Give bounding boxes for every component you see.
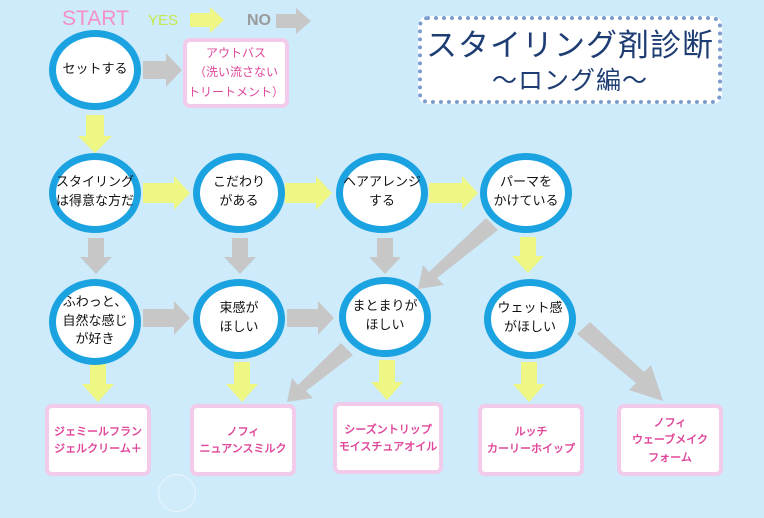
legend-yes-arrow <box>190 7 224 33</box>
result-rucchi: ルッチ カーリーホイップ <box>478 404 584 476</box>
arrow-styling-to-particular <box>143 176 190 210</box>
decorative-circle <box>158 474 196 512</box>
arrow-volume-to-cohesion <box>287 301 334 335</box>
arrow-fluffy-to-volume <box>143 301 190 335</box>
title-box: スタイリング剤診断 ～ロング編～ <box>418 16 722 104</box>
arrow-particular-to-arrange <box>285 176 332 210</box>
node-fluffy-natural: ふわっと、 自然な感じ が好き <box>49 279 141 365</box>
arrow-arrange-to-perm <box>429 176 478 210</box>
arrow-perm-to-wet <box>512 237 544 273</box>
result-nofi-milk: ノフィ ニュアンスミルク <box>190 404 296 476</box>
title: スタイリング剤診断 <box>426 28 714 64</box>
arrow-volume-to-nofi-milk <box>226 362 258 402</box>
node-set: セットする <box>49 30 141 110</box>
arrow-wet-to-nofi-foam <box>577 322 663 401</box>
arrow-arrange-to-cohesion <box>369 238 401 274</box>
result-outbath: アウトバス （洗い流さない トリートメント） <box>183 38 289 108</box>
arrow-cohesion-to-nofi-milk <box>287 343 353 402</box>
arrow-particular-to-volume <box>224 238 256 274</box>
legend-start: START <box>62 7 129 30</box>
legend-yes: YES <box>148 12 179 29</box>
node-good-at-styling: スタイリング は得意な方だ <box>49 153 141 233</box>
result-jemile: ジェミールフラン ジェルクリーム＋ <box>45 404 151 476</box>
node-particular: こだわり がある <box>193 153 285 233</box>
arrow-cohesion-to-seasons <box>371 360 403 400</box>
arrow-set-to-outbath <box>143 53 182 87</box>
arrow-fluffy-to-jemile <box>82 362 114 402</box>
arrow-wet-to-rucchi <box>513 362 545 402</box>
arrow-styling-to-fluffy <box>80 238 112 274</box>
node-volume-bundle: 束感が ほしい <box>193 279 285 359</box>
node-hair-arrange: ヘアアレンジ する <box>336 153 428 233</box>
legend-no: NO <box>247 12 271 29</box>
node-cohesion: まとまりが ほしい <box>339 277 431 357</box>
arrow-perm-to-cohesion <box>418 218 498 289</box>
result-seasons-oil: シーズントリップ モイスチュアオイル <box>333 402 443 474</box>
node-perm: パーマを かけている <box>480 153 572 233</box>
legend-no-arrow <box>276 8 311 34</box>
result-nofi-foam: ノフィ ウェーブメイク フォーム <box>617 404 723 476</box>
node-wet: ウェット感 がほしい <box>484 279 576 359</box>
arrow-set-to-styling <box>78 115 112 153</box>
subtitle: ～ロング編～ <box>491 66 648 95</box>
